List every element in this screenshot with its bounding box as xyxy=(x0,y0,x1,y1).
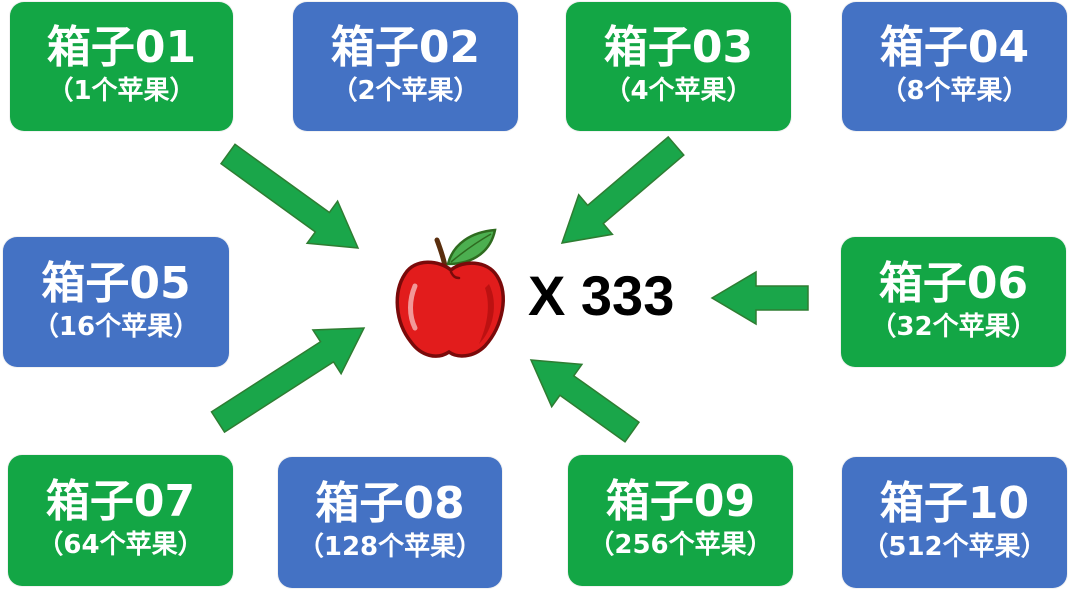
box-title: 箱子03 xyxy=(603,22,754,74)
box-count: （2个苹果） xyxy=(331,76,480,107)
box-04: 箱子04 （8个苹果） xyxy=(842,2,1067,131)
box-count: （8个苹果） xyxy=(880,76,1029,107)
box-count: （64个苹果） xyxy=(37,530,204,561)
box-title: 箱子01 xyxy=(46,22,197,74)
apple-icon xyxy=(395,228,505,358)
arrow-from-box-09 xyxy=(529,359,641,443)
box-title: 箱子08 xyxy=(315,478,465,530)
box-title: 箱子07 xyxy=(45,476,196,528)
box-title: 箱子05 xyxy=(41,257,191,309)
box-title: 箱子06 xyxy=(878,257,1029,309)
apple-multiplier: X 333 xyxy=(528,264,675,327)
box-08: 箱子08 （128个苹果） xyxy=(278,457,502,588)
box-09: 箱子09 （256个苹果） xyxy=(568,455,793,586)
box-count: （4个苹果） xyxy=(604,76,753,107)
box-title: 箱子10 xyxy=(879,478,1030,530)
box-count: （32个苹果） xyxy=(870,311,1037,342)
arrow-from-box-03 xyxy=(560,135,685,244)
box-03: 箱子03 （4个苹果） xyxy=(566,2,791,131)
box-title: 箱子09 xyxy=(605,476,756,528)
box-07: 箱子07 （64个苹果） xyxy=(8,455,233,586)
arrow-from-box-07 xyxy=(210,327,366,434)
box-02: 箱子02 （2个苹果） xyxy=(293,2,518,131)
box-title: 箱子02 xyxy=(330,22,481,74)
box-05: 箱子05 （16个苹果） xyxy=(3,237,229,367)
box-06: 箱子06 （32个苹果） xyxy=(841,237,1066,367)
box-count: （16个苹果） xyxy=(32,311,200,342)
box-count: （512个苹果） xyxy=(862,532,1047,563)
arrow-from-box-01 xyxy=(219,143,360,249)
box-10: 箱子10 （512个苹果） xyxy=(842,457,1067,588)
box-01: 箱子01 （1个苹果） xyxy=(10,2,233,131)
box-count: （128个苹果） xyxy=(297,532,483,563)
arrow-from-box-06 xyxy=(710,270,809,326)
box-title: 箱子04 xyxy=(879,22,1030,74)
box-count: （1个苹果） xyxy=(47,76,196,107)
box-count: （256个苹果） xyxy=(588,530,773,561)
